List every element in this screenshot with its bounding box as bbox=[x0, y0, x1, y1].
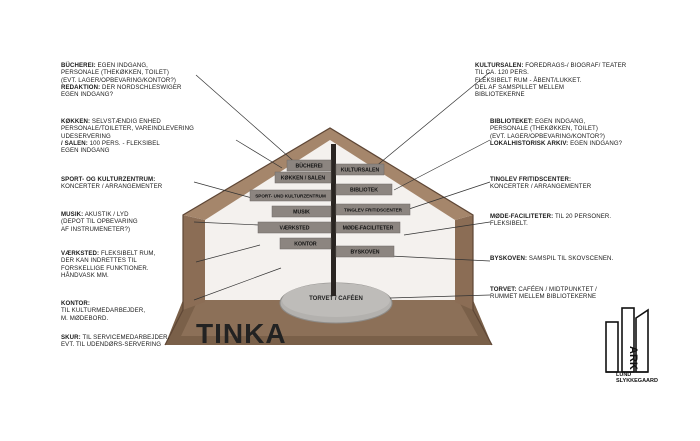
note-musik: MUSIK: AKUSTIK / LYD (DEPOT TIL OPBEVARI… bbox=[61, 211, 138, 233]
note-kultursalen: KULTURSALEN: FOREDRAGS-/ BIOGRAF/ TEATER… bbox=[475, 62, 627, 99]
sign-label: BIBLIOTEK bbox=[350, 188, 378, 194]
signpost-pole bbox=[331, 144, 336, 296]
note-kokken: KØKKEN: SELVSTÆNDIG ENHED PERSONALE/TOIL… bbox=[61, 118, 194, 155]
signs-right: KULTURSALEN BIBLIOTEK TINGLEV FRITIDSCENTE… bbox=[335, 163, 411, 258]
note-byskoven: BYSKOVEN: SAMSPIL TIL SKOVSCENEN. bbox=[490, 255, 614, 262]
sign-label: KONTOR bbox=[294, 242, 317, 248]
leader-lines bbox=[193, 71, 491, 301]
sign-label: MUSIK bbox=[293, 210, 310, 216]
note-bucherei: BÜCHEREI: EGEN INDGANG, PERSONALE (THEKØ… bbox=[61, 62, 182, 99]
house-roof-left bbox=[183, 128, 330, 220]
note-biblioteket: BIBLIOTEKET: EGEN INDGANG, PERSONALE (TH… bbox=[490, 118, 623, 147]
sign-label: KØKKEN / SALEN bbox=[281, 176, 326, 182]
signs-left: BÜCHEREI KØKKEN / SALEN SPORT- UND KULTURZ… bbox=[249, 159, 332, 250]
sign-label: SPORT- UND KULTURZENTRUM bbox=[255, 194, 326, 199]
house-right-wall bbox=[455, 215, 473, 310]
sign-label: KULTURSALEN bbox=[341, 168, 380, 174]
sign-label: BÜCHEREI bbox=[295, 163, 323, 170]
note-kontor: KONTOR: TIL KULTURMEDARBEJDER, M. MØDEBO… bbox=[61, 300, 146, 322]
logo-word: ARK bbox=[627, 346, 639, 370]
platform-top bbox=[282, 283, 390, 317]
page-title: TINKA bbox=[196, 318, 287, 349]
note-skur: SKUR: TIL SERVICEMEDARBEJDER. EVT. TIL U… bbox=[61, 334, 170, 349]
sign-left-3: MUSIK bbox=[271, 205, 332, 218]
logo-line1: LUND bbox=[616, 372, 632, 378]
sign-right-1: BIBLIOTEK bbox=[335, 183, 393, 196]
sign-right-2: TINGLEV FRITIDSCENTER bbox=[335, 203, 411, 216]
sign-label: VÆRKSTED bbox=[280, 226, 310, 232]
platform-label: TORVET / CAFÉEN bbox=[309, 294, 363, 302]
house-outline bbox=[164, 127, 493, 346]
note-torvet: TORVET: CAFÉEN / MIDTPUNKTET / RUMMET ME… bbox=[490, 286, 597, 301]
note-sport: SPORT- OG KULTURZENTRUM: KONCERTER / ARR… bbox=[61, 176, 163, 191]
house-left-wall bbox=[183, 215, 205, 310]
sign-label: MØDE-FACILITETER bbox=[343, 226, 394, 232]
sign-right-4: BYSKOVEN bbox=[335, 245, 395, 258]
note-vaerksted: VÆRKSTED: FLEKSIBELT RUM, DER KAN INDRET… bbox=[61, 250, 156, 279]
house-roof-right bbox=[330, 128, 473, 220]
sign-left-4: VÆRKSTED bbox=[257, 221, 332, 234]
sign-left-1: KØKKEN / SALEN bbox=[274, 171, 332, 184]
sign-left-2: SPORT- UND KULTURZENTRUM bbox=[249, 189, 332, 202]
ark-logo-icon bbox=[605, 307, 649, 373]
note-mode: MØDE-FACILITETER: TIL 20 PERSONER. FLEKS… bbox=[490, 213, 612, 228]
sign-left-5: KONTOR bbox=[279, 237, 332, 250]
note-tinglev: TINGLEV FRITIDSCENTER: KONCERTER / ARRAN… bbox=[490, 176, 592, 191]
sign-label: BYSKOVEN bbox=[350, 250, 379, 256]
logo-line2: SLYKKEGAARD bbox=[616, 378, 658, 384]
sign-right-3: MØDE-FACILITETER bbox=[335, 221, 401, 234]
sign-label: TINGLEV FRITIDSCENTER bbox=[344, 208, 403, 213]
sign-right-0: KULTURSALEN bbox=[335, 163, 385, 176]
sign-left-0: BÜCHEREI bbox=[286, 159, 332, 172]
